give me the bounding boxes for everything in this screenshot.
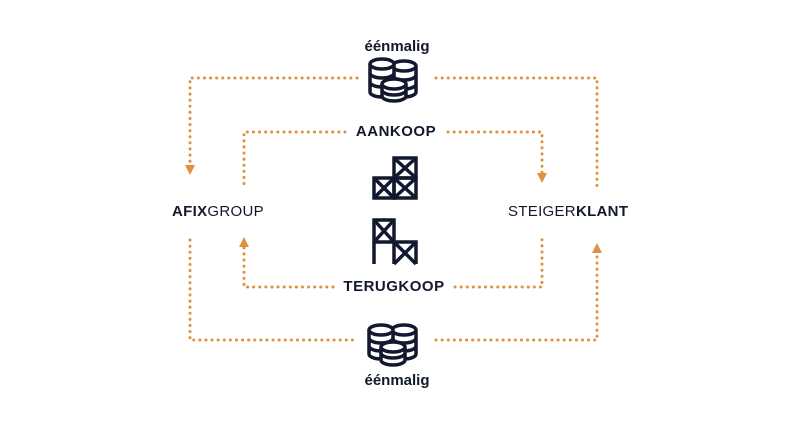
- coin-stack-icon: [367, 323, 418, 367]
- scaffold-icon: [372, 156, 418, 200]
- inner-bottom-right-line: [453, 236, 544, 289]
- klant-wordmark: KLANT: [575, 203, 629, 220]
- inner-top-left-line: [242, 130, 347, 190]
- outer-bottom-right-arrow: [434, 243, 602, 342]
- outer-bottom-left-line: [188, 238, 360, 342]
- top-once-label: éénmalig: [364, 38, 430, 55]
- afixgroup-logo: AFIXGROUP: [172, 203, 264, 220]
- outer-top-left-arrow: [185, 76, 359, 175]
- scaffold-icon: [372, 218, 418, 266]
- steigerklant-label: STEIGERKLANT: [508, 203, 628, 220]
- inner-top-right-arrow: [446, 130, 547, 183]
- buyback-label: TERUGKOOP: [343, 278, 445, 295]
- group-wordmark: GROUP: [207, 203, 264, 220]
- steiger-wordmark: STEIGER: [508, 203, 576, 220]
- coin-stack-icon: [368, 57, 418, 103]
- inner-bottom-left-arrow: [239, 237, 335, 289]
- afix-wordmark: AFIX: [172, 203, 208, 220]
- bottom-once-label: éénmalig: [364, 372, 430, 389]
- outer-top-right-line: [434, 76, 599, 190]
- purchase-label: AANKOOP: [355, 123, 437, 140]
